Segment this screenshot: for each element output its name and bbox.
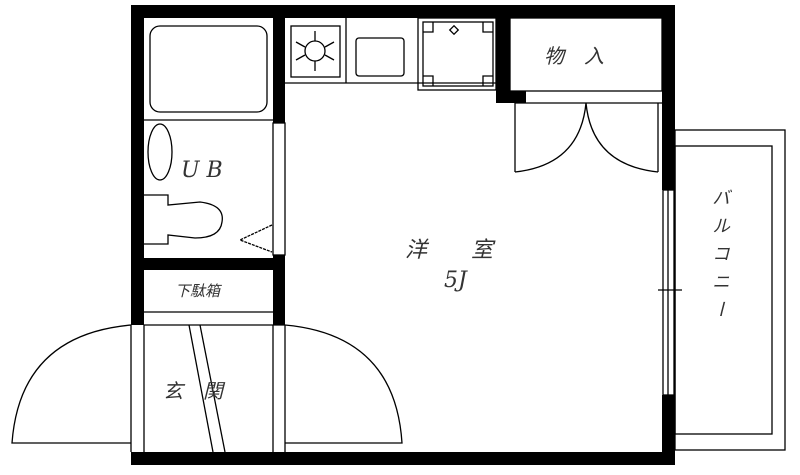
entrance-door-left-swing bbox=[11, 324, 132, 444]
stove-icon bbox=[290, 25, 341, 78]
step-line bbox=[188, 324, 226, 453]
shoebox-label: 下駄箱 bbox=[175, 282, 221, 300]
closet bbox=[509, 17, 663, 92]
room-size-label: 5J bbox=[444, 268, 467, 293]
sink-icon bbox=[355, 37, 405, 77]
bath-wall-upper bbox=[273, 5, 285, 123]
left-wall bbox=[131, 5, 144, 325]
right-wall-upper bbox=[662, 5, 675, 190]
right-wall-lower bbox=[662, 395, 675, 465]
entrance-door-right-swing bbox=[284, 324, 403, 444]
balcony-label: バルコニー bbox=[709, 188, 730, 328]
western-room-label: 洋 室 bbox=[405, 238, 494, 263]
entrance-label: 玄 関 bbox=[163, 379, 223, 403]
bathtub-icon bbox=[149, 25, 268, 113]
bath-wall-lower bbox=[273, 255, 285, 325]
shoebox-wall bbox=[144, 258, 285, 270]
closet-wall bbox=[496, 18, 510, 103]
toilet-icon bbox=[144, 194, 223, 245]
washbasin-icon bbox=[147, 123, 173, 181]
refrigerator-space bbox=[417, 17, 497, 91]
bottom-wall bbox=[131, 452, 675, 465]
walls bbox=[131, 5, 675, 465]
bath-door-icon bbox=[238, 224, 273, 253]
top-wall bbox=[131, 5, 675, 18]
closet-doors-icon bbox=[514, 102, 659, 173]
closet-wall-corner bbox=[496, 91, 526, 103]
unit-bath-label: U B bbox=[181, 158, 223, 183]
closet-label: 物 入 bbox=[544, 44, 604, 68]
